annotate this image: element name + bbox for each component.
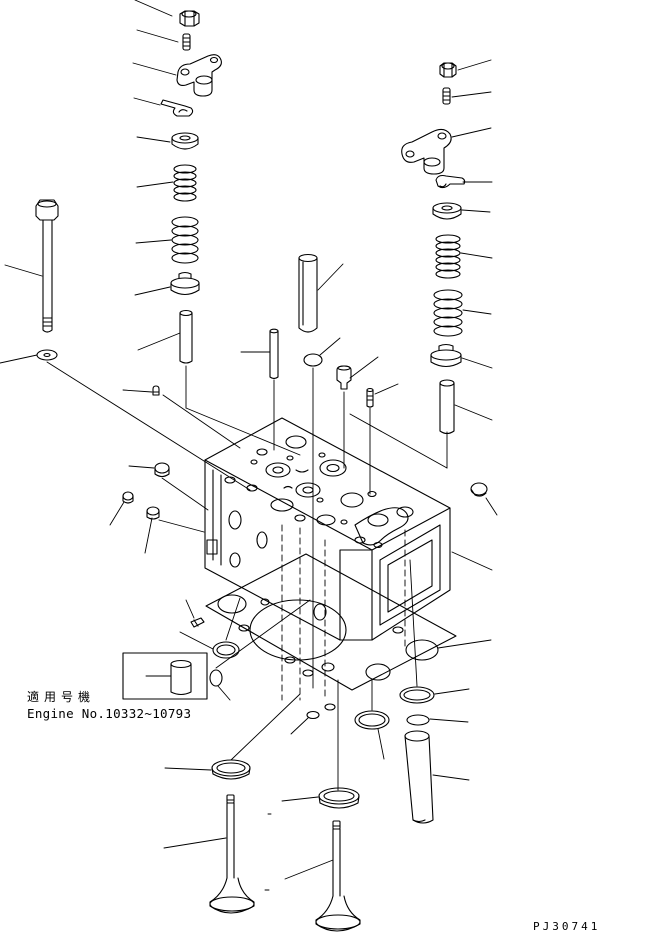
injector-sleeve bbox=[298, 253, 318, 333]
left-valve-train bbox=[160, 10, 222, 364]
right-o-ring-2 bbox=[406, 714, 430, 726]
left-spring-retainer bbox=[171, 132, 199, 150]
sleeve-o-ring bbox=[303, 353, 323, 367]
expansion-plug-3 bbox=[146, 506, 160, 520]
right-spring-retainer bbox=[432, 202, 462, 220]
valve-seat-right bbox=[318, 787, 360, 809]
left-adjust-screw bbox=[182, 33, 191, 51]
tick-marks bbox=[264, 813, 272, 891]
right-valve-train bbox=[401, 62, 466, 435]
expansion-plug-2 bbox=[122, 491, 134, 504]
right-valve-guide bbox=[439, 379, 455, 435]
valve-seat-left bbox=[211, 759, 251, 780]
bolt-washer bbox=[36, 349, 58, 361]
head-gasket bbox=[205, 553, 457, 691]
right-rocker-lever bbox=[401, 128, 452, 175]
right-adjust-screw bbox=[442, 87, 451, 105]
drawing-code: PJ30741 bbox=[533, 920, 601, 933]
right-outer-spring bbox=[435, 234, 461, 279]
head-bolt bbox=[35, 199, 59, 333]
valve-right bbox=[315, 820, 361, 932]
valve-left bbox=[209, 794, 255, 914]
left-valve-guide bbox=[179, 309, 193, 364]
left-rocker-lever bbox=[176, 54, 222, 97]
small-o-ring-left bbox=[212, 641, 240, 659]
cylinder-head bbox=[204, 417, 451, 641]
left-valve-clip bbox=[160, 99, 194, 117]
left-outer-spring bbox=[173, 164, 197, 202]
dowel-pin-right bbox=[366, 387, 374, 408]
right-o-ring-1 bbox=[399, 686, 435, 704]
right-nut bbox=[439, 62, 457, 78]
engine-number-range: Engine No.10332~10793 bbox=[27, 706, 192, 721]
inset-part-box bbox=[122, 652, 208, 700]
left-inner-spring bbox=[171, 216, 199, 264]
small-plug-left bbox=[152, 385, 160, 396]
seal-ring-small bbox=[209, 669, 223, 687]
o-ring-mid bbox=[354, 710, 390, 730]
right-valve-clip bbox=[435, 174, 466, 189]
left-spring-seat bbox=[170, 271, 200, 296]
bolt-small bbox=[190, 617, 205, 628]
plug-top bbox=[336, 365, 352, 390]
expansion-plug-right bbox=[470, 482, 488, 497]
assembly-lines bbox=[46, 361, 448, 791]
applicable-model-label: 適用号機 bbox=[27, 690, 96, 704]
washer-pair bbox=[306, 703, 336, 720]
leader-lines bbox=[0, 0, 498, 880]
right-inner-spring bbox=[433, 289, 463, 337]
left-nut bbox=[179, 10, 200, 27]
protector-tube bbox=[404, 730, 434, 824]
dowel-pin-left bbox=[269, 328, 279, 380]
right-spring-seat bbox=[430, 343, 462, 368]
expansion-plug-1 bbox=[154, 462, 170, 478]
